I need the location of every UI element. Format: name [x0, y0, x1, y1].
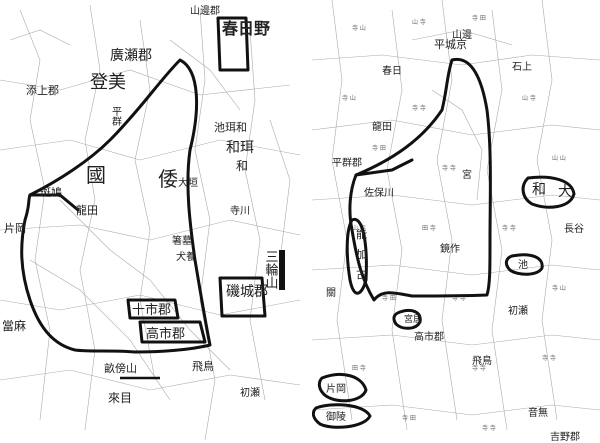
- right-map-labels: 平城京 山邊 石上 大 和 佐保川 春日 宮 關 鏡作 高市郡 長谷 能 加 古…: [326, 28, 584, 443]
- label-wani: 和珥: [226, 140, 254, 156]
- label-tatsuta: 龍田: [76, 203, 98, 217]
- svg-text:山 山: 山 山: [552, 154, 566, 162]
- svg-text:寺 寺: 寺 寺: [442, 164, 456, 172]
- label-hatsuse: 初瀬: [508, 304, 528, 317]
- label-taima: 當麻: [2, 318, 26, 333]
- label-honami: 初瀬: [240, 386, 260, 399]
- label-tatsuta: 龍田: [372, 120, 392, 133]
- label-mitsuwa: 三輪山: [263, 250, 279, 289]
- label-miyamoto: 宮: [462, 168, 472, 181]
- svg-text:寺 山: 寺 山: [342, 94, 356, 102]
- label-kuni: 國: [86, 163, 106, 187]
- label-hatake: 畝傍山: [104, 361, 137, 375]
- label-yamato-goryo: 御陵: [326, 410, 346, 423]
- label-ike-wani: 池珥和: [214, 121, 247, 134]
- svg-text:田 寺: 田 寺: [352, 364, 366, 372]
- svg-text:寺 寺: 寺 寺: [472, 364, 486, 372]
- svg-text:寺 寺: 寺 寺: [502, 224, 516, 232]
- left-map-canvas: 春日野 國 倭 和珥 池珥和 三輪山 磯城郡 十市郡 高市郡 廣瀬郡 山邊郡 添…: [0, 4, 300, 441]
- label-yoshino: 吉野郡: [550, 431, 580, 443]
- label-nara: 添上郡: [26, 83, 59, 97]
- label-koto: 古: [356, 268, 367, 281]
- label-kataoka: 片岡: [4, 222, 26, 235]
- label-sekigahara: 關: [326, 287, 336, 299]
- svg-text:寺 山: 寺 山: [552, 284, 566, 292]
- label-shikinoue: 磯城郡: [226, 284, 268, 300]
- label-tokikawa: 寺川: [230, 205, 250, 217]
- svg-text:寺 寺: 寺 寺: [482, 424, 496, 432]
- label-ike: 池: [518, 258, 528, 271]
- label-asuka: 飛鳥: [472, 354, 492, 367]
- right-map-small-labels: 寺 山山 寺寺 田 寺 山寺 寺山 寺 寺 田寺 寺山 山 山 寺田 寺寺 寺 …: [342, 14, 566, 432]
- label-takechi: 高市郡: [146, 326, 185, 342]
- svg-text:寺 田: 寺 田: [372, 144, 386, 152]
- left-map-roads: [0, 4, 300, 441]
- label-tomi: 登美: [90, 72, 126, 93]
- label-asuka: 飛鳥: [192, 359, 214, 373]
- label-kataoka: 片岡: [326, 382, 346, 395]
- left-map-mark-bar: [279, 250, 285, 290]
- label-misuka: 廣瀬郡: [110, 47, 152, 64]
- label-yamabe: 山邊郡: [190, 4, 220, 17]
- label-hase: 長谷: [564, 223, 584, 235]
- svg-text:山 寺: 山 寺: [412, 18, 426, 26]
- right-map-canvas: 寺 山山 寺寺 田 寺 山寺 寺山 寺 寺 田寺 寺山 山 山 寺田 寺寺 寺 …: [312, 0, 600, 443]
- svg-text:山 寺: 山 寺: [522, 94, 536, 102]
- svg-text:寺 寺: 寺 寺: [452, 294, 466, 302]
- svg-text:寺 寺: 寺 寺: [542, 354, 556, 362]
- right-map-boundary: [312, 57, 576, 429]
- label-kasuga: 春日: [382, 65, 402, 77]
- map-divider: [300, 0, 312, 443]
- label-big-wa: 和: [532, 182, 546, 198]
- label-ogaki: 大垣: [178, 176, 198, 189]
- right-map: 寺 山山 寺寺 田 寺 山寺 寺山 寺 寺 田寺 寺山 山 山 寺田 寺寺 寺 …: [312, 0, 600, 443]
- svg-text:田 寺: 田 寺: [422, 224, 436, 232]
- label-hashihaka: 箸墓: [172, 234, 192, 247]
- svg-text:寺 山: 寺 山: [352, 24, 366, 32]
- label-kume: 來目: [108, 391, 132, 405]
- label-ikaruga: 斑鳩: [40, 185, 62, 199]
- svg-text:寺 田: 寺 田: [472, 14, 486, 22]
- label-nosen: 能: [356, 227, 367, 241]
- label-tenri: 石上: [512, 61, 532, 73]
- label-takaichi: 高市郡: [414, 330, 444, 343]
- label-kasugano: 春日野: [221, 19, 270, 38]
- right-map-roads: [312, 0, 600, 431]
- label-yamabe: 山邊: [452, 28, 472, 41]
- svg-text:寺 田: 寺 田: [382, 294, 396, 302]
- svg-text:寺 寺: 寺 寺: [412, 104, 426, 112]
- left-map-boundary: [20, 16, 267, 354]
- label-nara-town: 平城京: [434, 37, 467, 51]
- left-map: 春日野 國 倭 和珥 池珥和 三輪山 磯城郡 十市郡 高市郡 廣瀬郡 山邊郡 添…: [0, 4, 300, 441]
- label-miyako: 宮居: [404, 313, 422, 325]
- label-heguri: 平群: [110, 106, 122, 127]
- label-wa: 倭: [158, 167, 178, 191]
- label-otonashi: 音無: [528, 406, 548, 419]
- label-heguri: 平群郡: [332, 156, 362, 169]
- label-inukai: 犬養: [176, 250, 196, 263]
- label-big-da: 大: [558, 184, 572, 200]
- left-map-labels: 春日野 國 倭 和珥 池珥和 三輪山 磯城郡 十市郡 高市郡 廣瀬郡 山邊郡 添…: [2, 4, 278, 405]
- svg-text:山 寺: 山 寺: [352, 224, 366, 232]
- label-toichi: 十市郡: [132, 302, 171, 318]
- label-wani2: 和: [236, 159, 248, 173]
- label-toshikawa: 佐保川: [364, 186, 394, 199]
- svg-text:寺 田: 寺 田: [402, 414, 416, 422]
- label-ka: 加: [356, 248, 367, 261]
- label-kagami: 鏡作: [440, 242, 460, 255]
